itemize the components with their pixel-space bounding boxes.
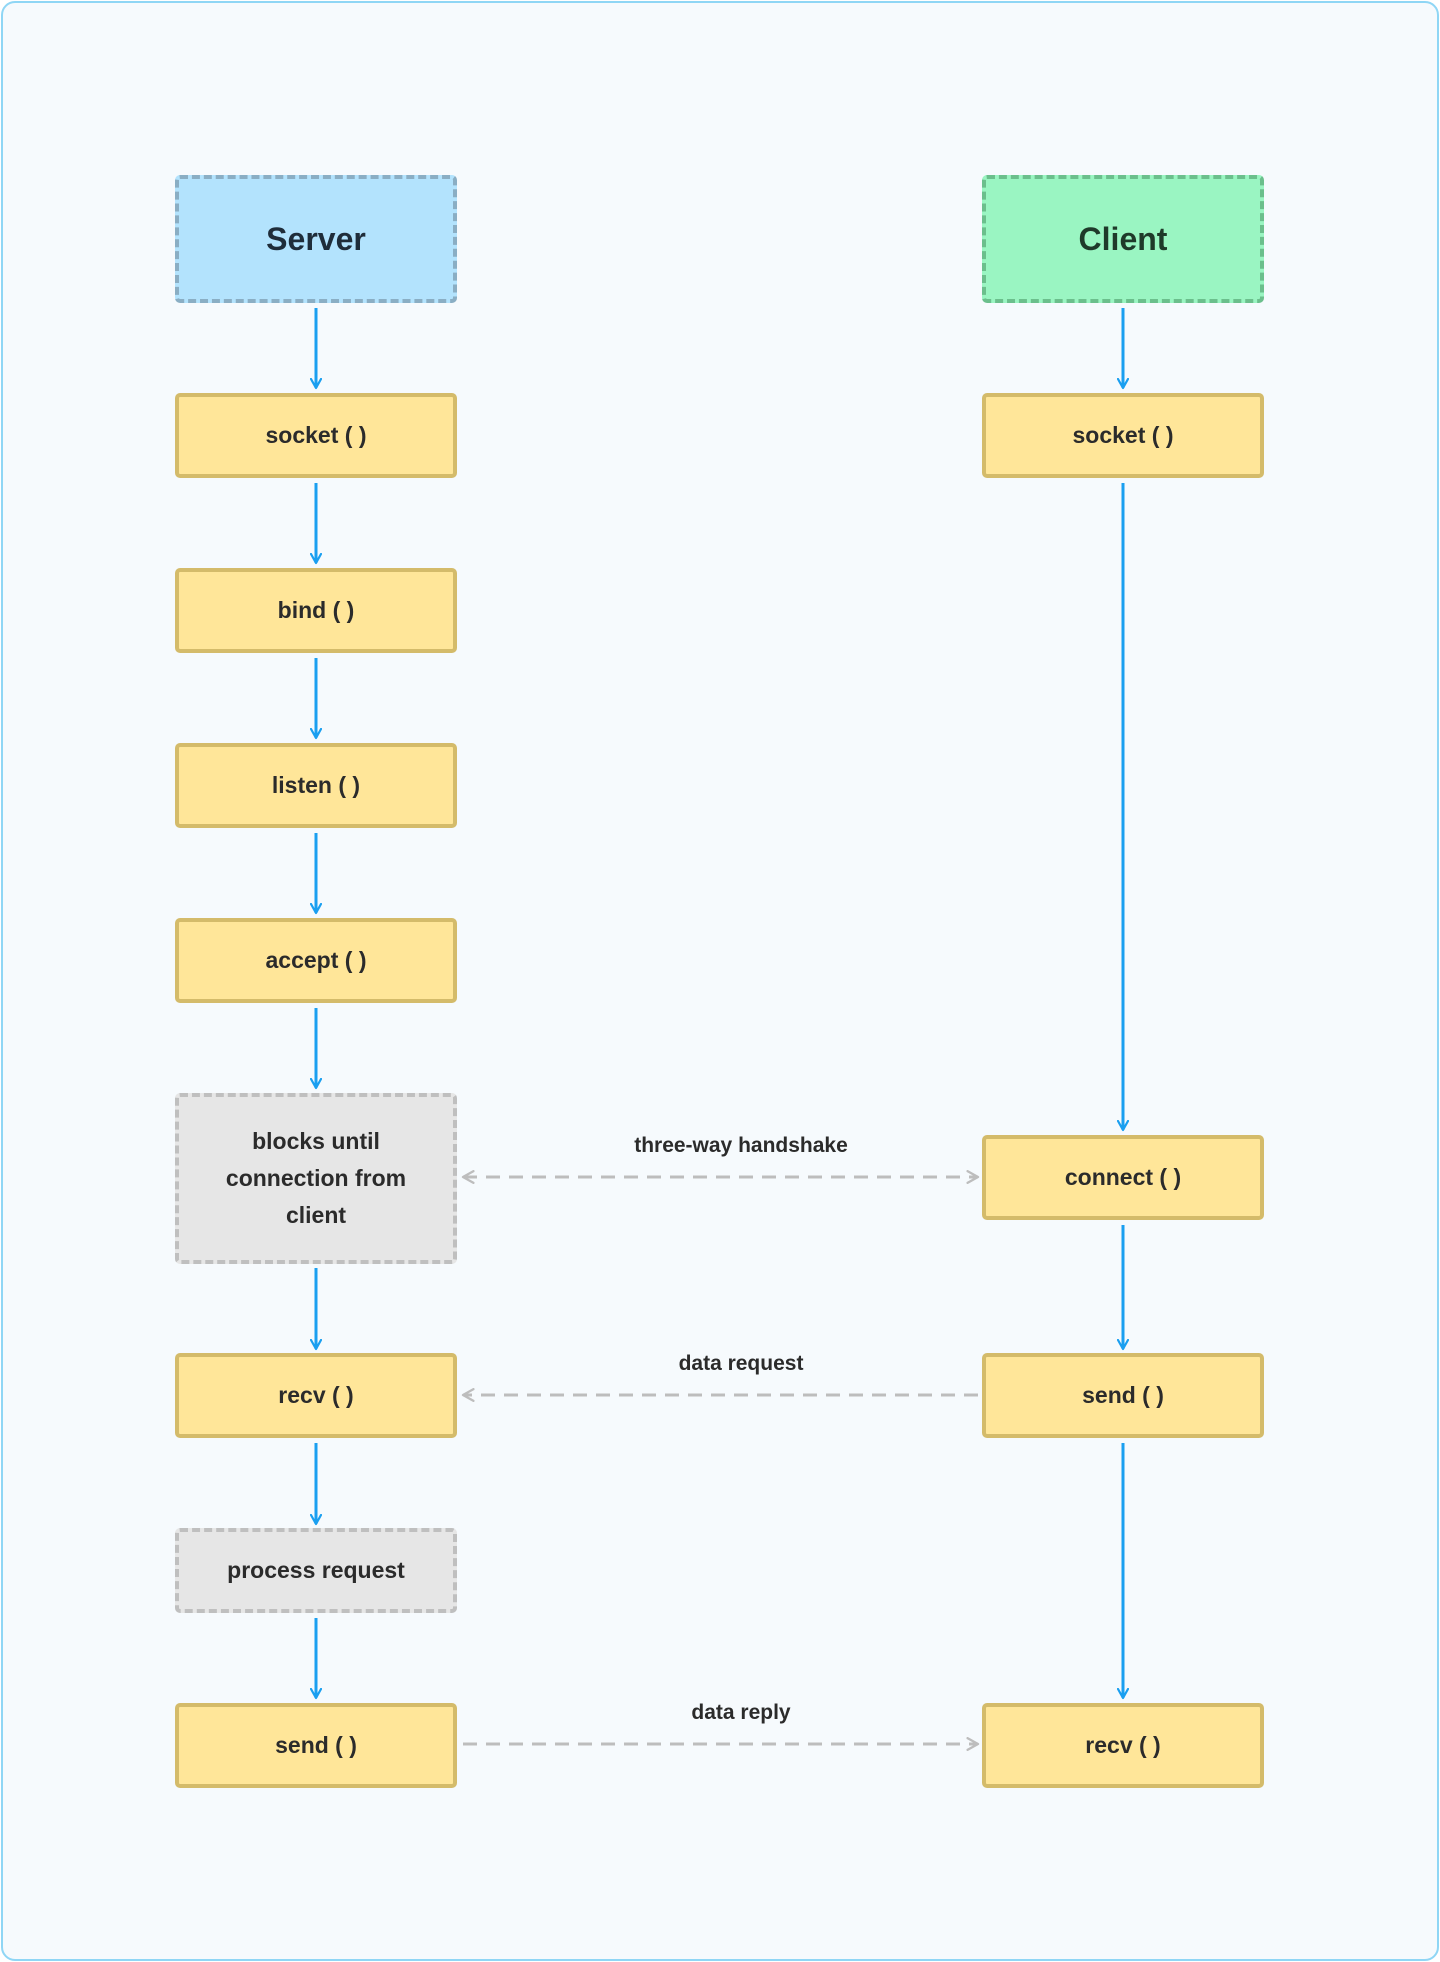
server-header: Server — [175, 175, 457, 303]
server-recv-step: recv ( ) — [175, 1353, 457, 1438]
client-connect-step: connect ( ) — [982, 1135, 1264, 1220]
client-recv-step: recv ( ) — [982, 1703, 1264, 1788]
server-socket-step: socket ( ) — [175, 393, 457, 478]
server-process-step: process request — [175, 1528, 457, 1613]
server-blocks-step: blocks until connection from client — [175, 1093, 457, 1264]
client-send-step: send ( ) — [982, 1353, 1264, 1438]
client-header: Client — [982, 175, 1264, 303]
server-bind-step: bind ( ) — [175, 568, 457, 653]
client-socket-step: socket ( ) — [982, 393, 1264, 478]
data-request-label: data request — [678, 1352, 804, 1375]
server-send-step: send ( ) — [175, 1703, 457, 1788]
data-reply-label: data reply — [691, 1701, 791, 1724]
server-listen-step: listen ( ) — [175, 743, 457, 828]
handshake-label: three-way handshake — [634, 1134, 848, 1157]
server-accept-step: accept ( ) — [175, 918, 457, 1003]
